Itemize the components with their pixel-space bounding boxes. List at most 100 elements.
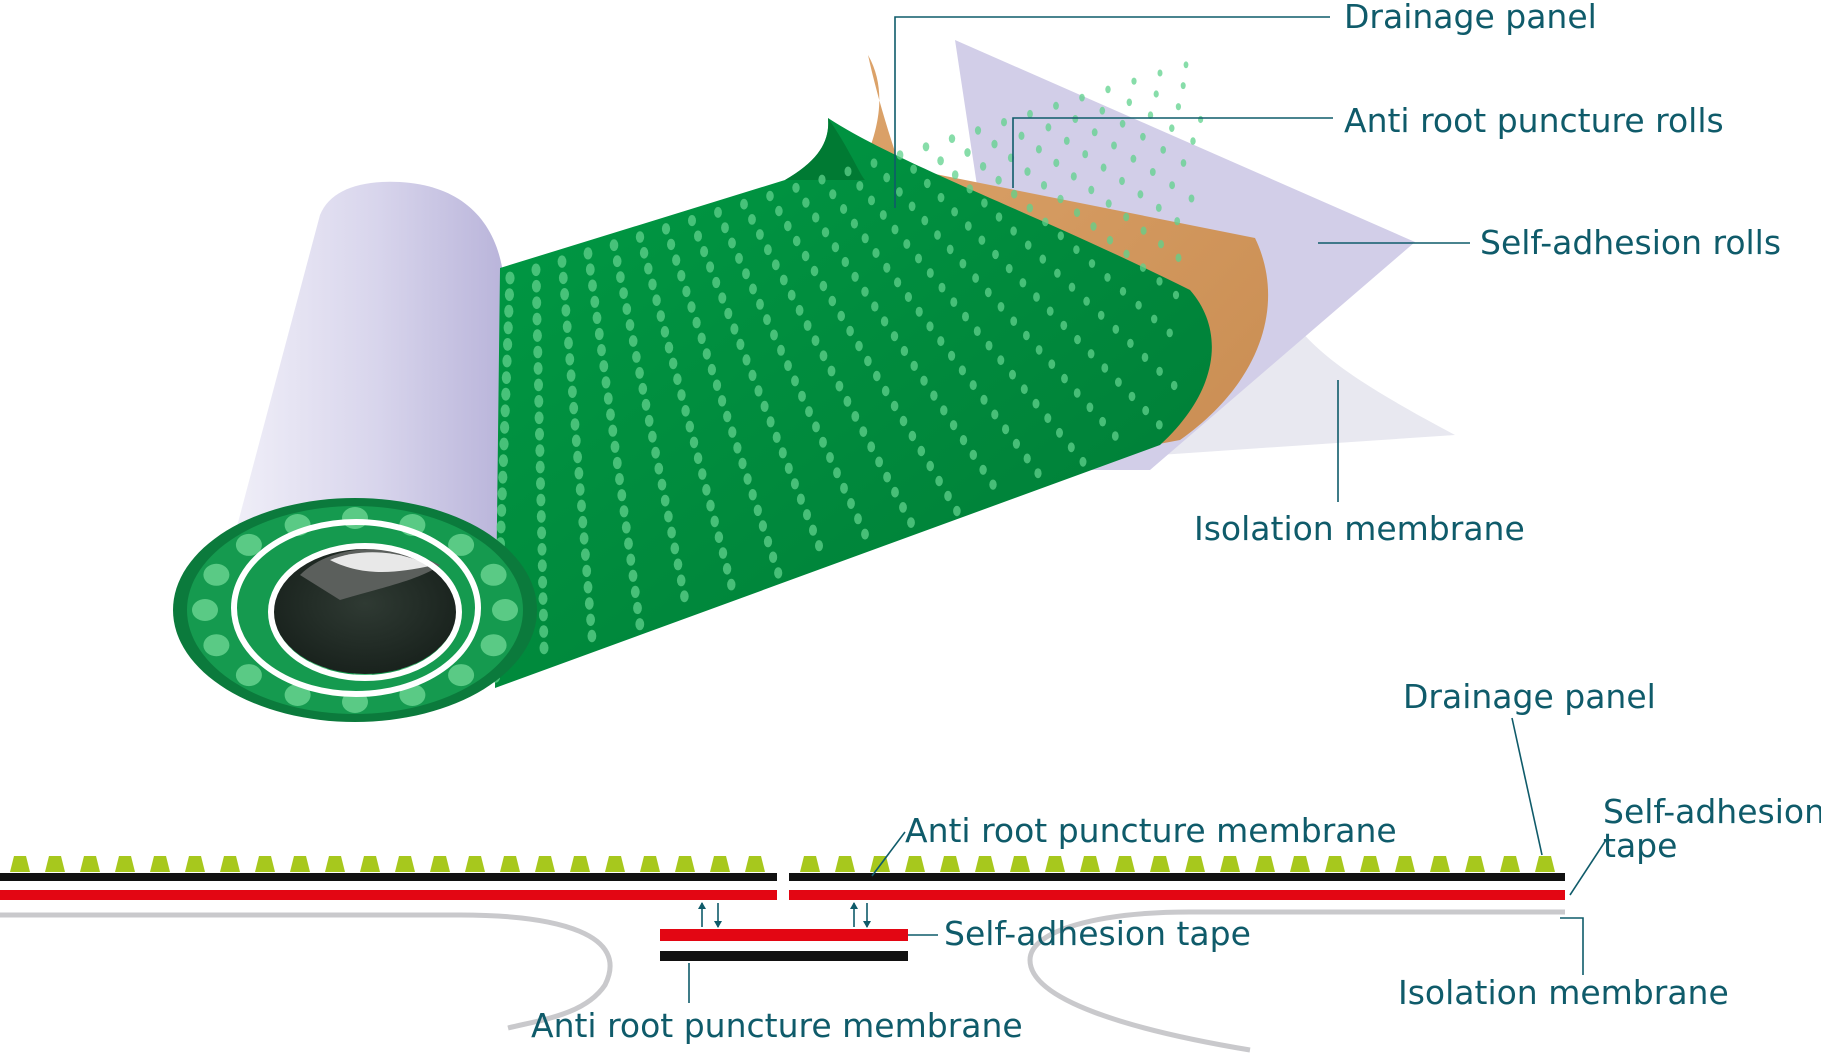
dimple xyxy=(694,230,702,242)
dimple xyxy=(899,415,908,427)
dimple xyxy=(1155,420,1163,430)
dimple xyxy=(619,287,628,299)
dimple xyxy=(724,307,733,320)
label-isolation-membrane-2: Isolation membrane xyxy=(1398,973,1729,1012)
dimple xyxy=(812,212,820,223)
dimple xyxy=(621,521,631,534)
dimple xyxy=(577,499,586,512)
dimple xyxy=(635,367,644,379)
drainage-studs xyxy=(10,856,1555,872)
dimple xyxy=(606,408,615,421)
dimple xyxy=(890,400,899,412)
roll-stud xyxy=(284,684,311,706)
dimple xyxy=(723,410,732,423)
dimple xyxy=(676,574,686,587)
dimple xyxy=(915,306,923,317)
dimple xyxy=(628,335,638,347)
drainage-stud xyxy=(1185,856,1205,872)
dimple xyxy=(979,464,987,475)
tape-red-right xyxy=(789,890,1565,900)
dimple xyxy=(809,524,817,536)
dimple xyxy=(1088,185,1095,195)
dimple xyxy=(756,298,764,310)
dimple xyxy=(894,277,902,288)
drainage-stud xyxy=(360,856,380,872)
dimple xyxy=(536,510,546,523)
dimple xyxy=(535,427,544,441)
dimple xyxy=(910,360,918,371)
dimple xyxy=(1019,278,1027,288)
dimple xyxy=(938,282,946,293)
dimple xyxy=(1180,159,1187,167)
dimple xyxy=(758,520,768,532)
dimple xyxy=(652,294,661,307)
dimple xyxy=(763,314,771,326)
drainage-stud xyxy=(1220,856,1240,872)
dimple xyxy=(1166,328,1173,338)
dimple xyxy=(760,400,769,412)
dimple xyxy=(801,250,810,262)
dimple xyxy=(827,365,836,377)
dimple xyxy=(829,189,837,200)
dimple xyxy=(923,178,931,189)
dimple xyxy=(587,629,597,643)
label-self-adhesion-rolls: Self-adhesion rolls xyxy=(1480,223,1781,262)
dimple xyxy=(1174,217,1181,226)
drainage-stud xyxy=(430,856,450,872)
drainage-stud xyxy=(80,856,100,872)
dimple xyxy=(1061,373,1068,384)
dimple xyxy=(1169,124,1175,132)
drainage-stud xyxy=(395,856,415,872)
dimple xyxy=(821,227,830,238)
dimple xyxy=(660,494,670,507)
dimple xyxy=(1073,245,1080,255)
dimple xyxy=(1111,141,1117,150)
dimple xyxy=(498,454,508,467)
dimple xyxy=(787,289,796,301)
dimple xyxy=(1105,199,1112,208)
drainage-stud xyxy=(1150,856,1170,872)
dimple xyxy=(991,409,999,420)
dimple xyxy=(1106,235,1114,245)
label-drainage-panel-2: Drainage panel xyxy=(1403,677,1656,716)
dimple xyxy=(828,295,837,307)
dimple xyxy=(504,304,514,318)
roll-stud xyxy=(203,634,230,657)
dimple xyxy=(1105,85,1111,94)
dimple xyxy=(539,625,549,638)
dimple xyxy=(872,248,880,258)
dimple xyxy=(1001,118,1007,127)
drainage-stud xyxy=(465,856,485,872)
dimple xyxy=(835,380,844,392)
label-drainage-panel: Drainage panel xyxy=(1344,0,1597,36)
dimple xyxy=(1119,176,1125,186)
dimple xyxy=(840,204,848,214)
dimple xyxy=(536,477,545,490)
dimple xyxy=(630,585,640,599)
dimple xyxy=(707,363,717,376)
dimple xyxy=(819,350,828,362)
dimple xyxy=(847,498,855,509)
dimple xyxy=(538,575,548,589)
dimple xyxy=(740,198,748,210)
dimple xyxy=(673,558,683,571)
dimple xyxy=(568,385,577,398)
label-self-adhesion-tape-middle: Self-adhesion tape xyxy=(944,914,1251,953)
membrane-black-strip xyxy=(660,951,908,961)
dimple xyxy=(531,279,541,293)
dimple xyxy=(775,205,783,217)
dimple xyxy=(533,345,543,359)
drainage-stud xyxy=(1080,856,1100,872)
dimple xyxy=(503,338,513,351)
dimple xyxy=(538,608,548,622)
dimple xyxy=(992,249,999,260)
dimple xyxy=(617,489,627,502)
dimple xyxy=(597,344,606,357)
label-isolation-membrane: Isolation membrane xyxy=(1194,509,1525,548)
dimple xyxy=(585,263,595,276)
dimple xyxy=(537,559,547,572)
dimple xyxy=(1023,453,1031,464)
dimple xyxy=(851,271,859,282)
dimple xyxy=(959,435,968,446)
roll-stud xyxy=(480,634,507,657)
